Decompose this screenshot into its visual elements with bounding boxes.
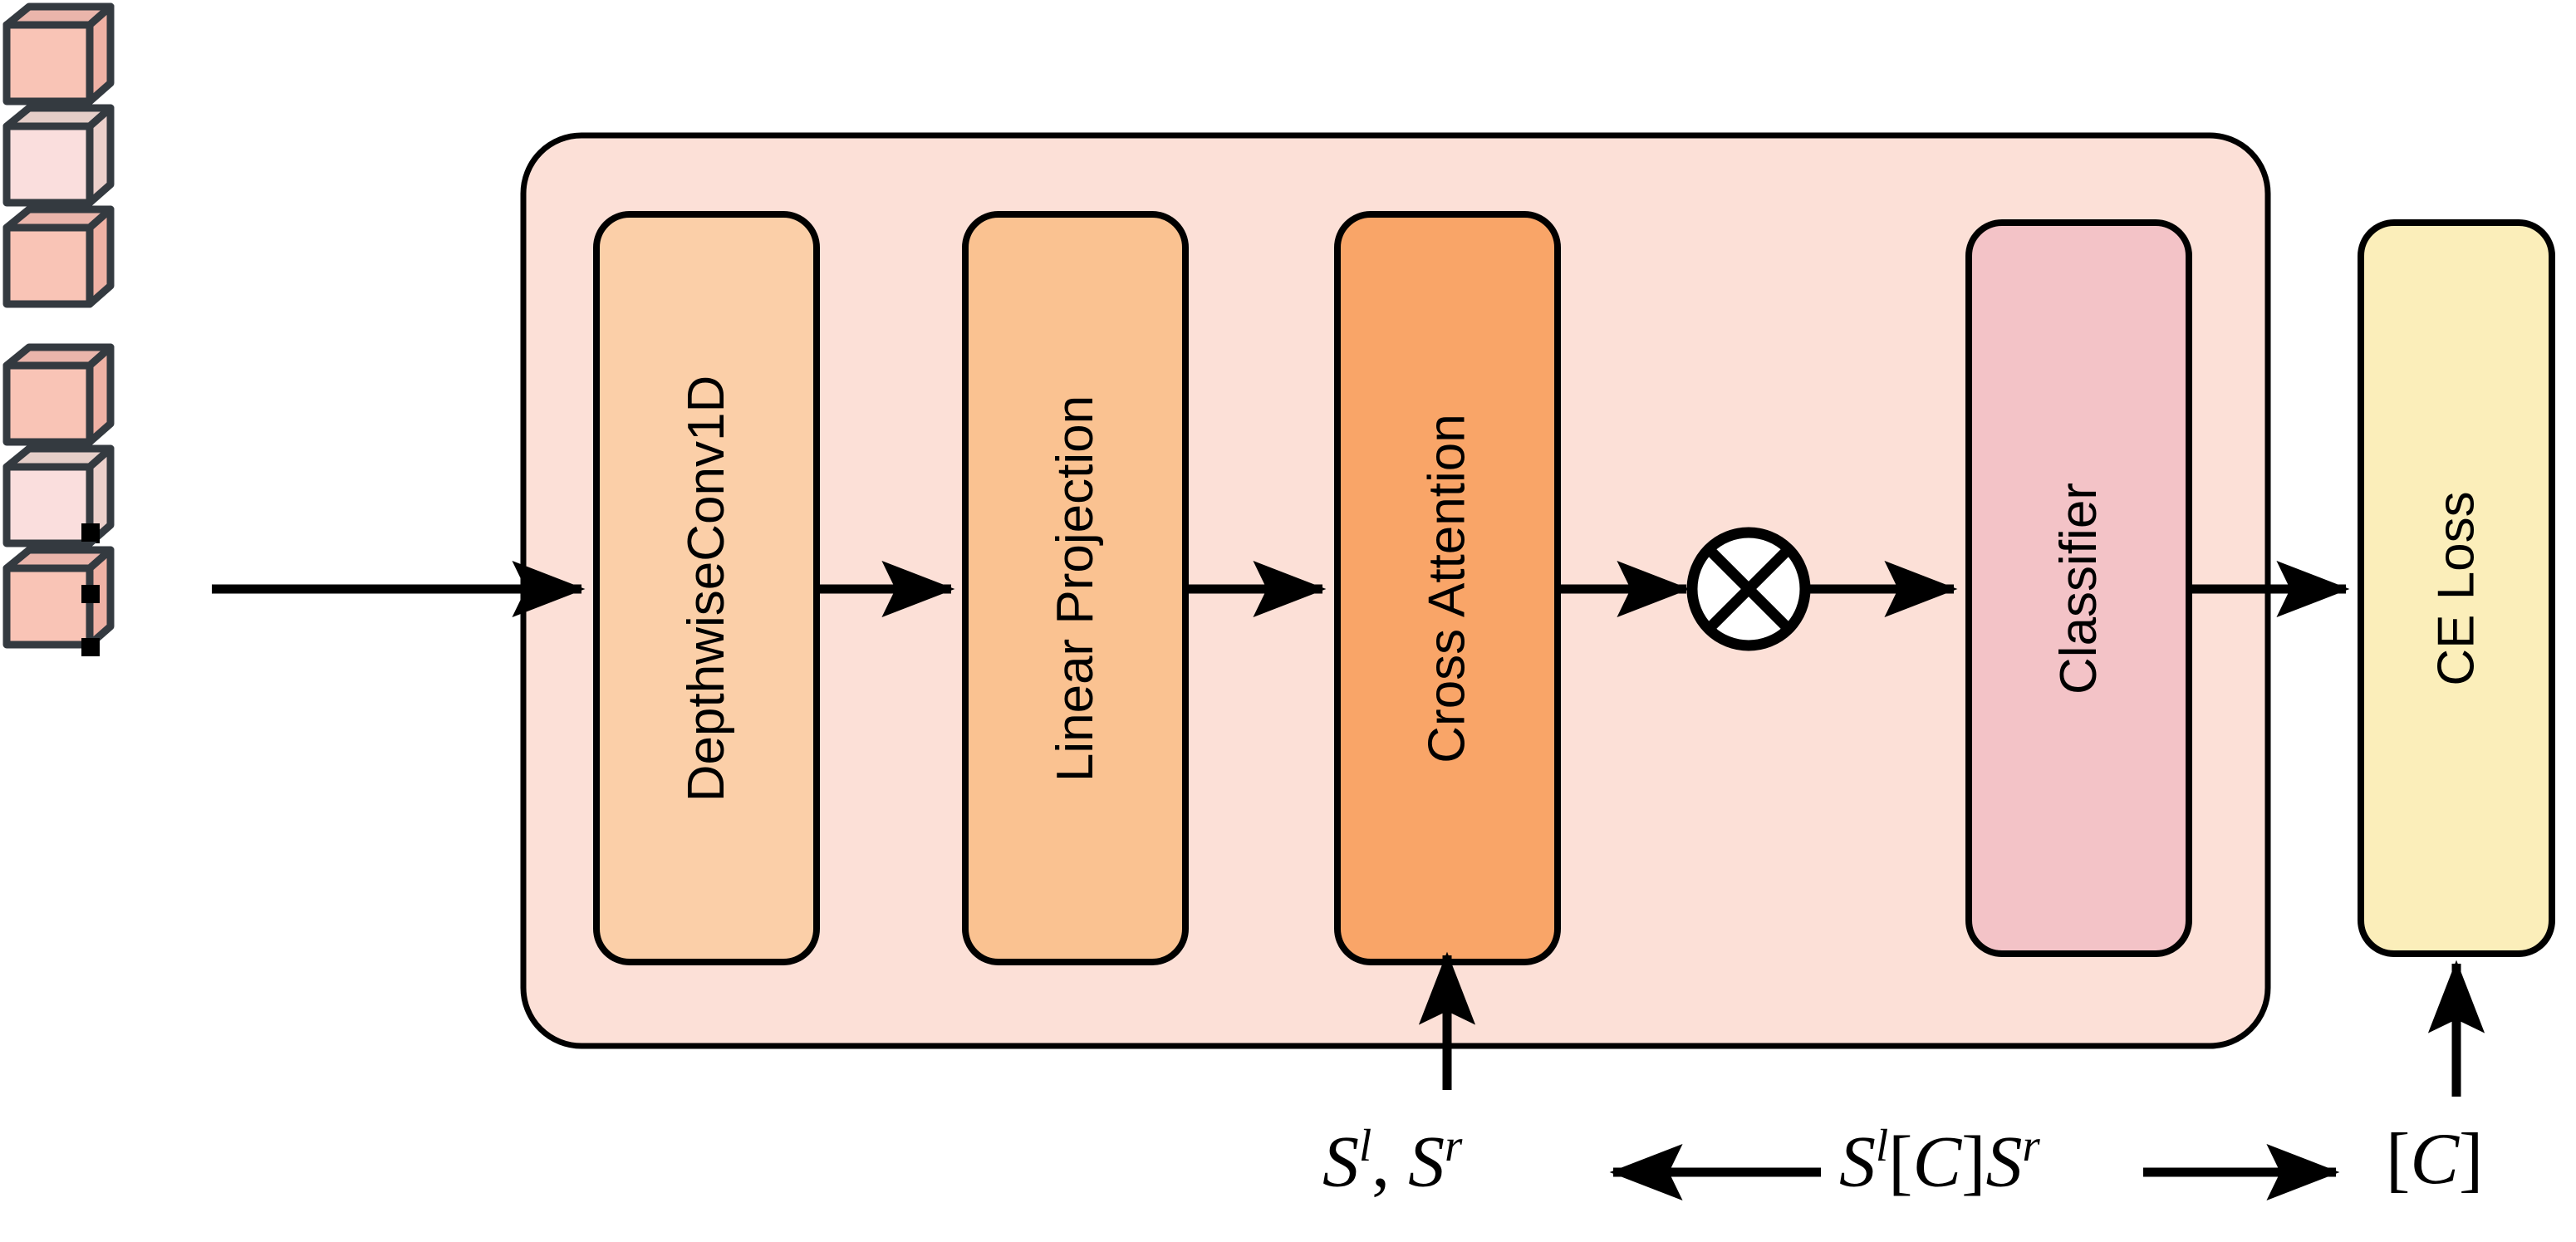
score-s-left: S	[1322, 1122, 1359, 1203]
module-box-cross-attention[interactable]	[1334, 211, 1561, 965]
score-superscript-l: l	[1359, 1120, 1372, 1171]
input-feature-cubes	[2, 2, 115, 655]
module-box-depthwise-conv1d[interactable]	[593, 211, 820, 965]
class-token-open-bracket: [	[2386, 1119, 2411, 1200]
cube-4	[2, 444, 115, 547]
score-s-right: S	[1408, 1122, 1445, 1203]
pair-s-right: S	[1985, 1122, 2023, 1203]
module-box-ce-loss[interactable]	[2358, 219, 2555, 957]
tensor-product-operator[interactable]	[1686, 527, 1811, 651]
pair-s-left: S	[1839, 1122, 1876, 1203]
pair-superscript-r: r	[2022, 1120, 2040, 1171]
score-comma: ,	[1371, 1122, 1391, 1203]
annotation-left-right-scores: Sl, Sr	[1322, 1120, 1463, 1203]
pair-class-token-c: C	[1912, 1122, 1962, 1203]
pair-superscript-l: l	[1876, 1120, 1889, 1171]
class-token-c: C	[2410, 1119, 2460, 1200]
conditioning-arrows	[1418, 951, 2485, 1097]
module-box-classifier[interactable]	[1965, 219, 2192, 957]
cube-2	[2, 205, 115, 308]
class-token-close-bracket: ]	[2459, 1119, 2484, 1200]
cube-5	[2, 546, 115, 649]
cube-3	[2, 343, 115, 446]
pair-open-bracket: [	[1888, 1122, 1913, 1203]
score-superscript-r: r	[1445, 1120, 1463, 1171]
pair-close-bracket: ]	[1961, 1122, 1986, 1203]
module-box-linear-projection[interactable]	[962, 211, 1189, 965]
cube-1	[2, 104, 115, 207]
annotation-class-token: [C]	[2386, 1123, 2483, 1196]
ellipsis-dots-visible	[81, 523, 100, 656]
annotation-sentence-pair: Sl[C]Sr	[1839, 1120, 2040, 1203]
cube-0	[2, 2, 115, 106]
